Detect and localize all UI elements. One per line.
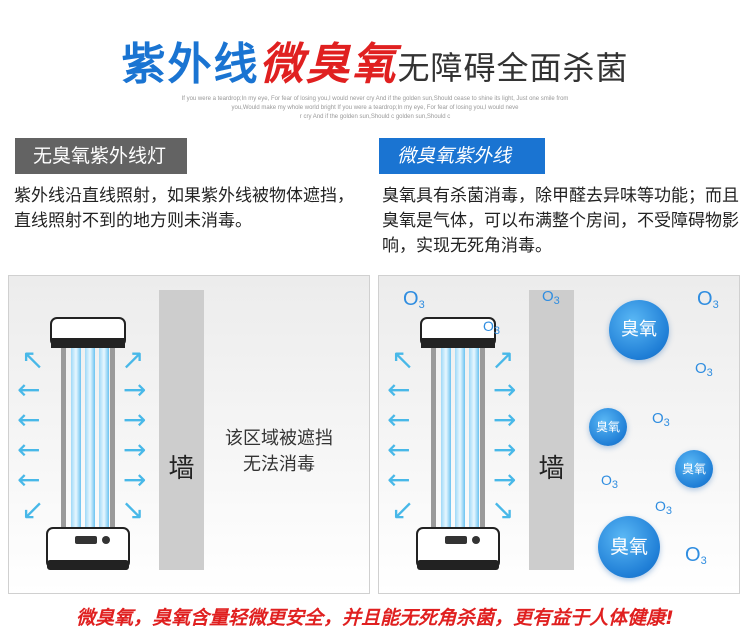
- arrow-right-icon: →: [493, 433, 517, 466]
- arrow-right-icon: ↗: [491, 343, 515, 376]
- arrow-right-icon: →: [123, 433, 147, 466]
- ozone-molecule-icon: O3: [652, 410, 670, 429]
- title-micro-ozone: 微臭氧: [259, 39, 398, 90]
- page-title: 紫外线微臭氧无障碍全面杀菌: [0, 28, 750, 92]
- arrow-left-icon: ←: [17, 463, 41, 496]
- right-panel: ↖ ← ← ← ← ↙ ↗ → → → → ↘ 墙 O3 O3 O3 O3 O3…: [378, 275, 740, 594]
- subtitle-line-3: r cry And if the golden sun,Should c gol…: [299, 114, 451, 120]
- arrow-left-icon: ↙: [391, 493, 415, 526]
- arrow-left-icon: ←: [387, 373, 411, 406]
- arrow-left-icon: ↖: [21, 343, 45, 376]
- arrow-left-icon: ←: [387, 433, 411, 466]
- arrow-left-icon: ←: [17, 433, 41, 466]
- blocked-line-1: 该区域被遮挡: [225, 428, 333, 449]
- uv-lamp-icon: [46, 317, 130, 570]
- blocked-area-note: 该区域被遮挡 无法消毒: [214, 426, 344, 478]
- arrow-right-icon: →: [493, 403, 517, 436]
- arrow-right-icon: →: [123, 463, 147, 496]
- arrow-left-icon: ↖: [391, 343, 415, 376]
- ozone-molecule-icon: O3: [601, 472, 619, 491]
- right-tag: 微臭氧紫外线灯: [379, 138, 545, 203]
- wall-label: 墙: [168, 454, 195, 484]
- ozone-molecule-icon: O3: [403, 288, 425, 311]
- arrow-left-icon: ↙: [21, 493, 45, 526]
- arrow-right-icon: ↗: [121, 343, 145, 376]
- ozone-bubble-icon: 臭氧: [675, 450, 713, 488]
- footer-slogan: 微臭氧，臭氧含量轻微更安全，并且能无死角杀菌，更有益于人体健康!: [76, 607, 674, 629]
- right-description: 臭氧具有杀菌消毒，除甲醛去异味等功能；而且臭氧是气体，可以布满整个房间，不受障碍…: [382, 186, 739, 256]
- wall: 墙: [529, 290, 574, 570]
- ozone-molecule-icon: O3: [655, 498, 673, 517]
- arrow-left-icon: ←: [387, 403, 411, 436]
- title-uv: 紫外线: [121, 39, 260, 90]
- wall-label: 墙: [538, 454, 565, 484]
- arrow-right-icon: →: [493, 373, 517, 406]
- arrow-right-icon: →: [123, 403, 147, 436]
- arrow-left-icon: ←: [17, 373, 41, 406]
- ozone-molecule-icon: O3: [542, 288, 560, 307]
- wall: 墙: [159, 290, 204, 570]
- subtitle-line-1: If you were a teardrop;In my eye, For fe…: [181, 96, 569, 102]
- ozone-molecule-icon: O3: [695, 360, 713, 379]
- subtitle-line-2: you,Would make my whole world bright If …: [231, 105, 519, 111]
- ozone-bubble-icon: 臭氧: [598, 516, 660, 578]
- left-tag: 无臭氧紫外线灯: [15, 138, 187, 174]
- arrow-left-icon: ←: [17, 403, 41, 436]
- arrow-left-icon: ←: [387, 463, 411, 496]
- blocked-line-2: 无法消毒: [243, 454, 315, 475]
- title-suffix: 无障碍全面杀菌: [397, 49, 629, 87]
- ozone-molecule-icon: O3: [697, 288, 719, 311]
- arrow-right-icon: ↘: [121, 493, 145, 526]
- uv-ozone-lamp-icon: [416, 317, 500, 570]
- ozone-bubble-icon: 臭氧: [609, 300, 669, 360]
- arrow-right-icon: →: [493, 463, 517, 496]
- ozone-molecule-icon: O3: [685, 544, 707, 567]
- left-description: 紫外线沿直线照射，如果紫外线被物体遮挡，直线照射不到的地方则未消毒。: [14, 186, 354, 231]
- left-panel: ↖ ← ← ← ← ↙ ↗ → → → → ↘ 墙 该区域被遮挡 无法消毒: [8, 275, 370, 594]
- decorative-subtitle: If you were a teardrop;In my eye, For fe…: [150, 95, 600, 122]
- ozone-molecule-icon: O3: [483, 318, 501, 337]
- ozone-bubble-icon: 臭氧: [589, 408, 627, 446]
- arrow-right-icon: →: [123, 373, 147, 406]
- arrow-right-icon: ↘: [491, 493, 515, 526]
